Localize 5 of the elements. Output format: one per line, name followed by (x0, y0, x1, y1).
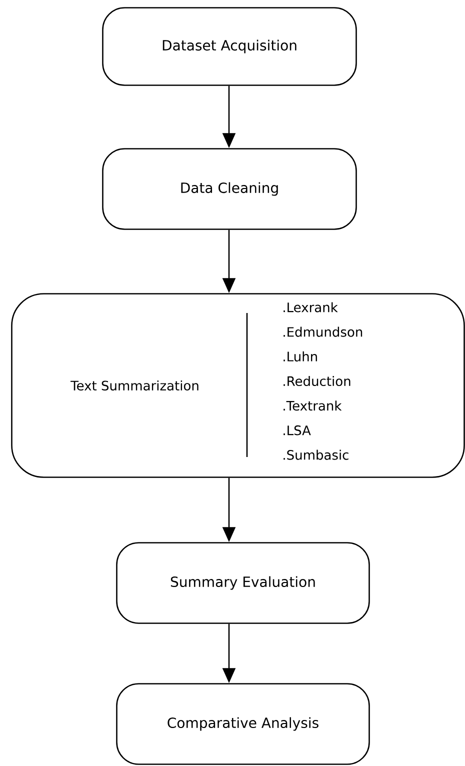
process-box: Dataset Acquisition (102, 7, 357, 86)
process-box: Data Cleaning (102, 148, 357, 230)
process-box: Comparative Analysis (116, 683, 370, 765)
process-box: Summary Evaluation (116, 542, 370, 624)
process-box: Text Summarization .Lexrank .Edmundson .Luhn .Reduction .Textrank .LSA .Sumbasic (11, 293, 465, 478)
